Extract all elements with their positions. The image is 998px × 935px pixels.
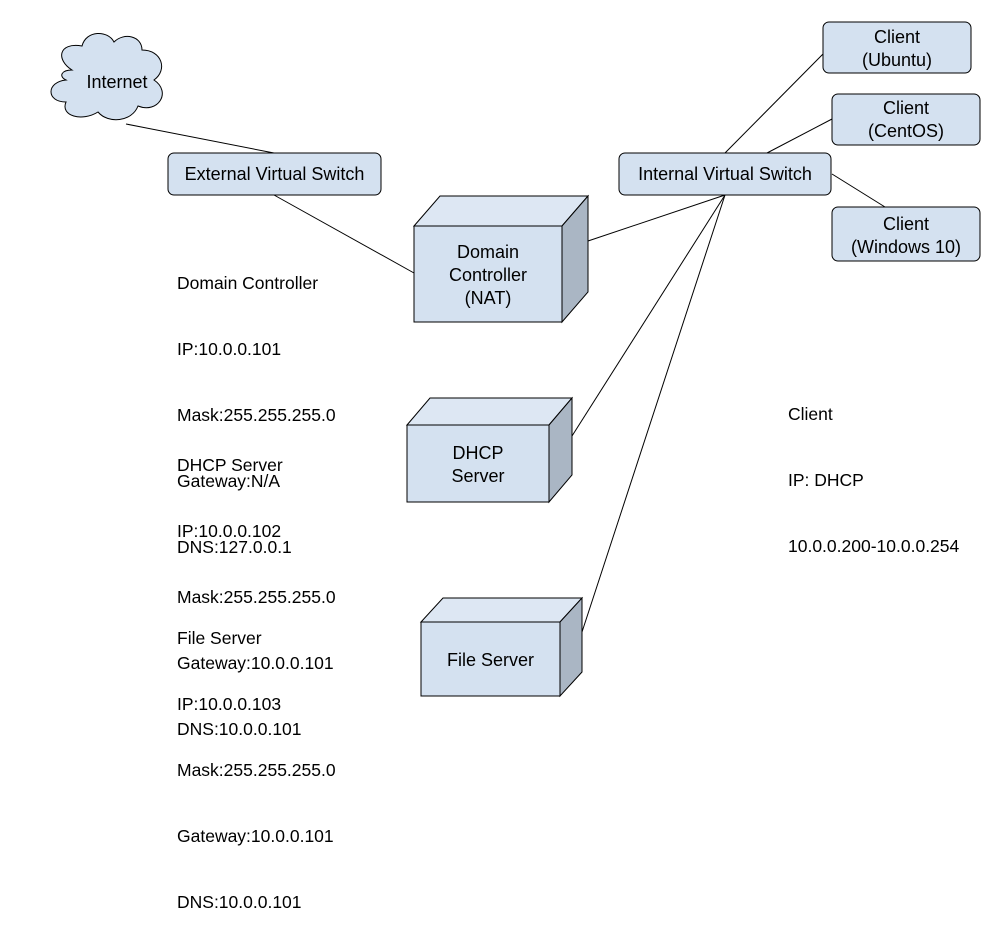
info-line: 10.0.0.200-10.0.0.254 bbox=[788, 536, 960, 556]
internet-label: Internet bbox=[86, 72, 147, 92]
edge-internal-switch-client-windows bbox=[831, 173, 886, 208]
info-line: Gateway:10.0.0.101 bbox=[177, 826, 334, 846]
domain-controller-node: Domain Controller (NAT) bbox=[412, 194, 590, 324]
client-centos-line-1: Client bbox=[883, 98, 929, 118]
info-line: IP:10.0.0.101 bbox=[177, 339, 282, 359]
internal-switch-label: Internal Virtual Switch bbox=[638, 164, 812, 184]
info-line: DHCP Server bbox=[177, 455, 283, 475]
client-ubuntu-box bbox=[822, 21, 972, 74]
cloud-icon bbox=[50, 33, 163, 121]
info-line: DNS:10.0.0.101 bbox=[177, 892, 302, 912]
info-line: IP:10.0.0.103 bbox=[177, 694, 282, 714]
edge-internal-switch-client-ubuntu bbox=[724, 53, 824, 154]
domain-controller-line-3: (NAT) bbox=[465, 288, 512, 308]
internal-switch-node: Internal Virtual Switch bbox=[618, 152, 832, 196]
domain-controller-info: Domain Controller IP:10.0.0.101 Mask:255… bbox=[177, 228, 336, 580]
info-line: Gateway:N/A bbox=[177, 471, 281, 491]
info-line: Domain Controller bbox=[177, 273, 319, 293]
server-box-icon bbox=[405, 396, 574, 504]
external-switch-label: External Virtual Switch bbox=[185, 164, 365, 184]
edge-internal-switch-file-server bbox=[581, 194, 726, 633]
edge-internal-switch-dhcp-server bbox=[571, 194, 726, 437]
info-line: Gateway:10.0.0.101 bbox=[177, 653, 334, 673]
info-line: Mask:255.255.255.0 bbox=[177, 587, 336, 607]
edge-internet-external-switch bbox=[125, 123, 275, 154]
internal-switch-box bbox=[618, 152, 832, 196]
info-line: Mask:255.255.255.0 bbox=[177, 760, 336, 780]
edge-internal-switch-client-centos bbox=[766, 118, 833, 154]
info-line: DNS:127.0.0.1 bbox=[177, 537, 292, 557]
client-ubuntu-node: Client (Ubuntu) bbox=[822, 21, 972, 74]
edge-domain-controller-internal-switch bbox=[587, 194, 726, 242]
client-windows-line-1: Client bbox=[883, 214, 929, 234]
info-line: Client bbox=[788, 404, 833, 424]
external-switch-box bbox=[167, 152, 382, 196]
server-box-icon bbox=[412, 194, 590, 324]
server-box-icon bbox=[419, 596, 584, 698]
info-line: IP: DHCP bbox=[788, 470, 864, 490]
external-switch-node: External Virtual Switch bbox=[167, 152, 382, 196]
file-server-info: File Server IP:10.0.0.103 Mask:255.255.2… bbox=[177, 583, 336, 935]
client-centos-line-2: (CentOS) bbox=[868, 121, 944, 141]
edge-external-switch-domain-controller bbox=[273, 194, 415, 274]
info-line: IP:10.0.0.102 bbox=[177, 521, 282, 541]
client-windows-line-2: (Windows 10) bbox=[851, 237, 961, 257]
client-ubuntu-line-2: (Ubuntu) bbox=[862, 50, 932, 70]
domain-controller-line-2: Controller bbox=[449, 265, 527, 285]
client-centos-box bbox=[831, 93, 981, 146]
client-windows-box bbox=[831, 206, 981, 262]
info-line: File Server bbox=[177, 628, 262, 648]
client-ubuntu-line-1: Client bbox=[874, 27, 920, 47]
dhcp-server-node: DHCP Server bbox=[405, 396, 574, 504]
info-line: Mask:255.255.255.0 bbox=[177, 405, 336, 425]
file-server-node: File Server bbox=[419, 596, 584, 698]
network-diagram: Internet External Virtual Switch Interna… bbox=[50, 21, 981, 698]
dhcp-server-line-2: Server bbox=[451, 466, 504, 486]
client-centos-node: Client (CentOS) bbox=[831, 93, 981, 146]
file-server-line-1: File Server bbox=[447, 650, 534, 670]
domain-controller-line-1: Domain bbox=[457, 242, 519, 262]
client-windows-node: Client (Windows 10) bbox=[831, 206, 981, 262]
internet-node: Internet bbox=[50, 33, 163, 121]
client-info: Client IP: DHCP 10.0.0.200-10.0.0.254 bbox=[788, 359, 959, 579]
dhcp-server-line-1: DHCP bbox=[452, 443, 503, 463]
